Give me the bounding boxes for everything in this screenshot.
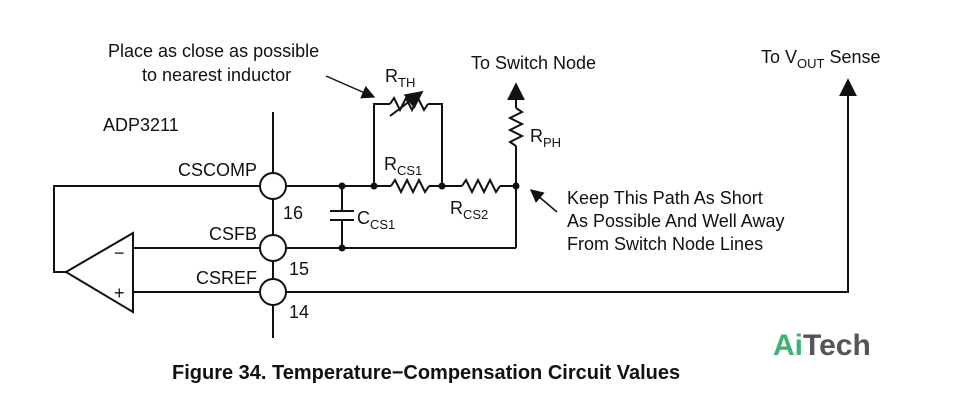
figure-caption: Figure 34. Temperature−Compensation Circ… xyxy=(172,362,680,384)
junction-dot-rth-left xyxy=(370,182,378,190)
pin-number-15: 15 xyxy=(289,259,309,279)
opamp-output-wire xyxy=(53,185,260,273)
path-note-line3: From Switch Node Lines xyxy=(567,234,763,254)
rth-thermistor-arrow xyxy=(389,90,424,117)
pin-cscomp-circle xyxy=(259,172,287,200)
pin-csref-circle xyxy=(259,278,287,306)
pin-name-csref: CSREF xyxy=(196,268,257,288)
opamp-plus-sign: + xyxy=(114,283,125,303)
rph-label: RPH xyxy=(530,126,561,150)
path-note-line2: As Possible And Well Away xyxy=(567,211,784,231)
inductor-note-line1: Place as close as possible xyxy=(108,41,319,61)
rth-left-branch xyxy=(373,103,390,186)
pin-name-csfb: CSFB xyxy=(209,224,257,244)
vout-sense-label: To VOUT Sense xyxy=(761,47,881,71)
path-note-arrow xyxy=(529,189,558,213)
ccs1-label: CCS1 xyxy=(357,208,395,232)
rth-label: RTH xyxy=(385,66,415,90)
pin-name-cscomp: CSCOMP xyxy=(178,160,257,180)
switch-node-label: To Switch Node xyxy=(471,53,596,73)
rcs1-resistor xyxy=(390,177,430,195)
rth-resistor xyxy=(389,95,429,113)
opamp-symbol xyxy=(64,231,134,314)
rcs2-resistor xyxy=(461,177,501,195)
junction-dot-cap-bottom xyxy=(338,244,346,252)
watermark-logo: AiTech xyxy=(773,329,871,362)
path-note-line1: Keep This Path As Short xyxy=(567,188,763,208)
rcs1-label: RCS1 xyxy=(384,154,422,178)
inductor-note-arrow xyxy=(325,75,376,99)
pin-number-16: 16 xyxy=(283,203,303,223)
junction-dot-rth-right xyxy=(438,182,446,190)
opamp-minus-sign: − xyxy=(114,243,125,263)
rcs2-label: RCS2 xyxy=(450,198,488,222)
inductor-note-line2: to nearest inductor xyxy=(142,65,291,85)
vout-sense-wire xyxy=(286,78,857,293)
chip-label: ADP3211 xyxy=(103,115,179,135)
rth-right-branch xyxy=(428,103,443,186)
rph-resistor xyxy=(507,107,525,147)
pin-number-14: 14 xyxy=(289,302,309,322)
junction-dot-cap-top xyxy=(338,182,346,190)
junction-dot-switch-node xyxy=(512,182,520,190)
pin-csfb-circle xyxy=(259,234,287,262)
